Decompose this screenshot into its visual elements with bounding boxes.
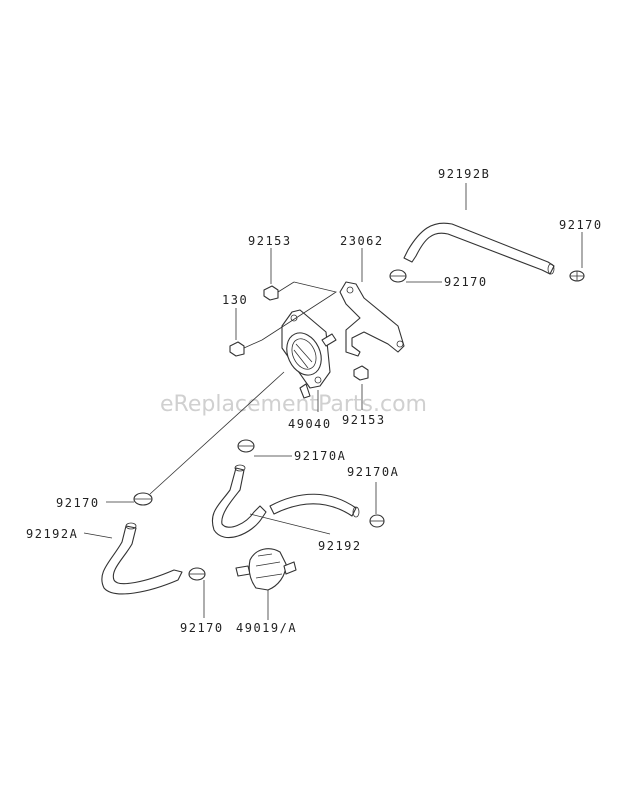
leader-lines	[83, 183, 583, 620]
fuel-pump-49040[interactable]	[280, 309, 337, 399]
label-92153-top: 92153	[248, 234, 292, 248]
label-92170-top-right: 92170	[559, 218, 603, 232]
hose-92192[interactable]	[212, 464, 360, 539]
label-130: 130	[222, 293, 248, 307]
hose-clamp-92170a-right[interactable]	[369, 514, 385, 528]
fuel-filter-49019a[interactable]	[235, 548, 297, 591]
label-92170a-right: 92170A	[347, 465, 399, 479]
label-49019a: 49019/A	[236, 621, 297, 635]
bracket-23062[interactable]	[339, 281, 405, 357]
label-92192b: 92192B	[438, 167, 490, 181]
watermark: eReplacementParts.com	[160, 392, 427, 417]
label-92153-mid: 92153	[342, 413, 386, 427]
hose-92192a[interactable]	[101, 522, 183, 595]
hose-clamp-92170-top-right[interactable]	[569, 270, 585, 282]
label-92170-left: 92170	[56, 496, 100, 510]
hose-clamp-92170a-center[interactable]	[237, 439, 255, 453]
label-92192: 92192	[318, 539, 362, 553]
hose-clamp-92170-left[interactable]	[133, 492, 153, 506]
hose-clamp-92170-bottom[interactable]	[188, 567, 206, 581]
label-92170a-center: 92170A	[294, 449, 346, 463]
label-92192a: 92192A	[26, 527, 78, 541]
label-92170-mid: 92170	[444, 275, 488, 289]
bolt-130[interactable]	[229, 339, 263, 357]
hose-92192b[interactable]	[403, 222, 555, 275]
bolt-92153-mid[interactable]	[353, 365, 369, 381]
label-49040: 49040	[288, 417, 332, 431]
label-23062: 23062	[340, 234, 384, 248]
bolt-92153-top[interactable]	[263, 281, 295, 301]
hose-clamp-92170-mid[interactable]	[389, 269, 407, 283]
label-92170-bottom: 92170	[180, 621, 224, 635]
